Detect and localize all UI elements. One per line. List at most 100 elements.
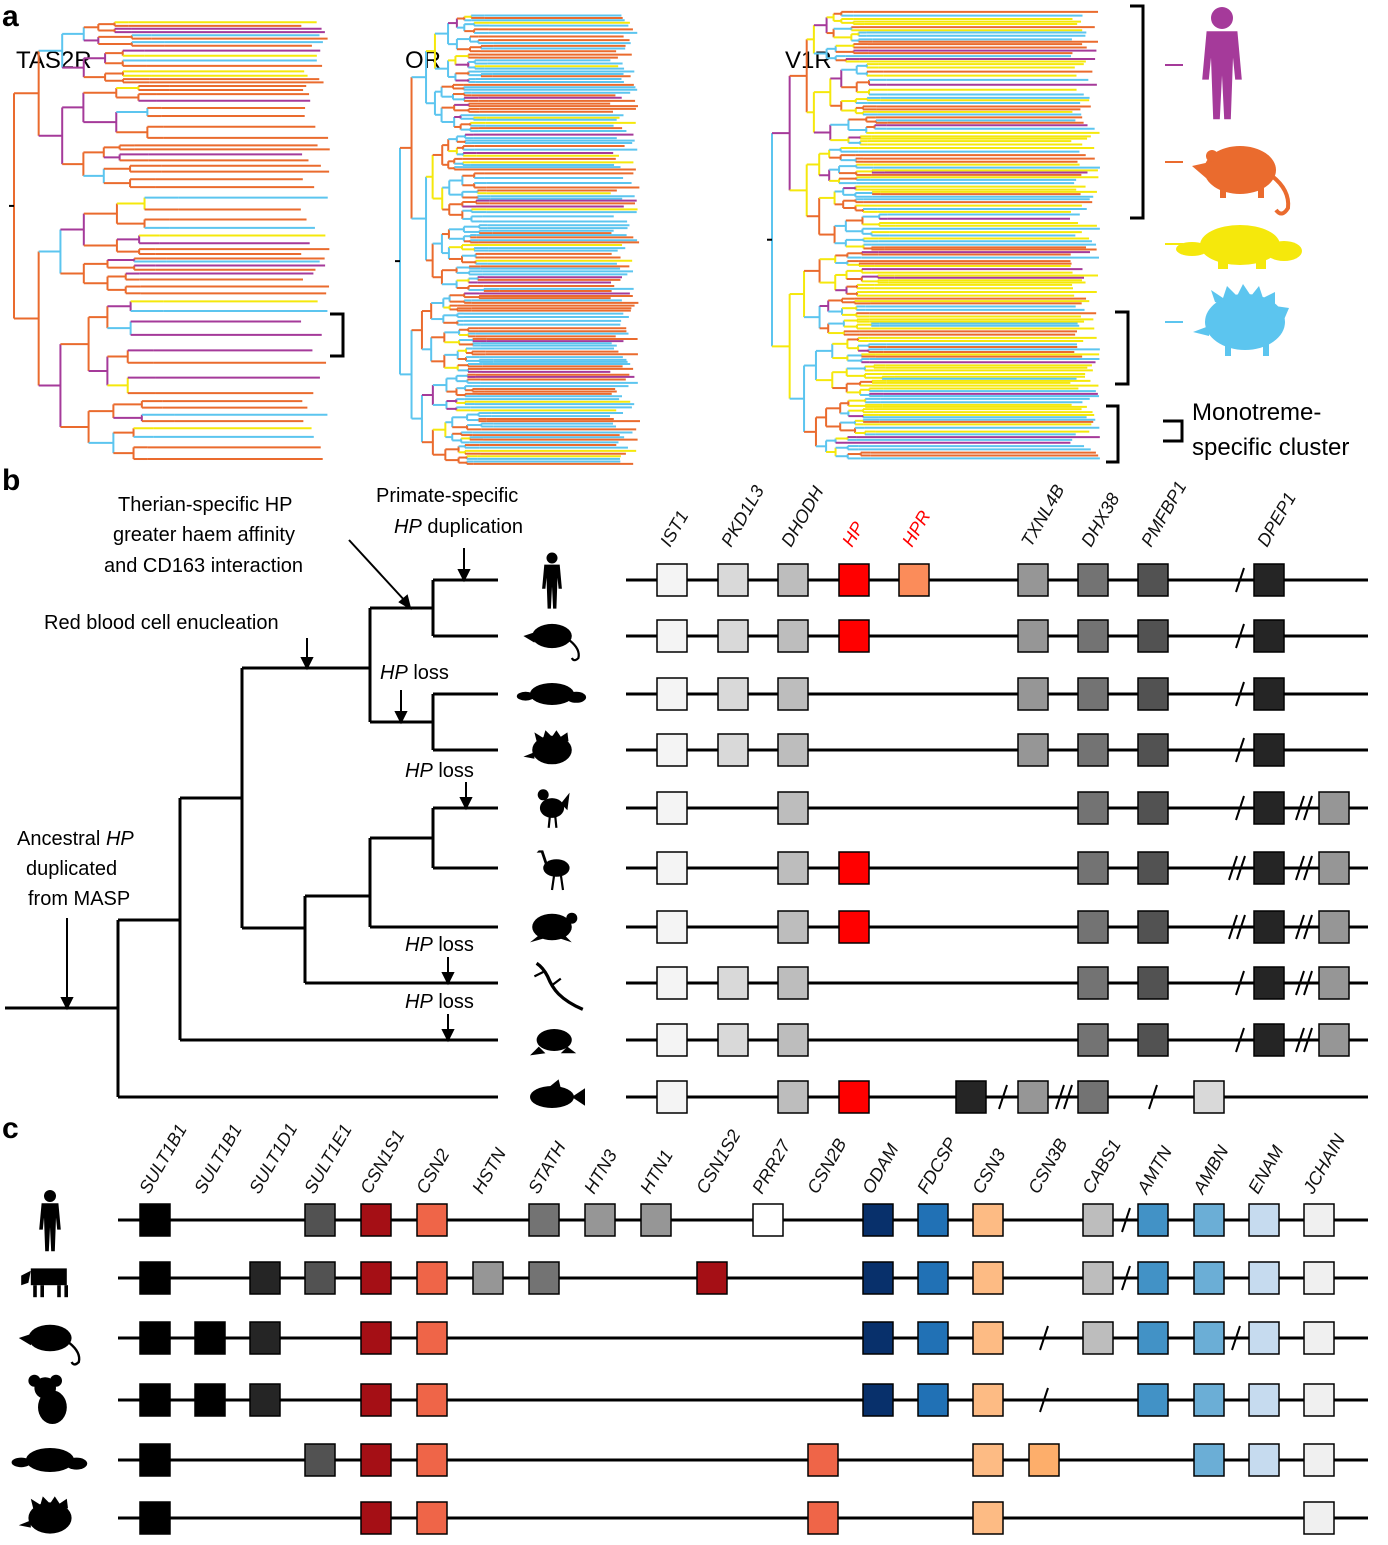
primate-note-line-1: Primate-specific <box>376 485 518 507</box>
gene-box-sult1b1 <box>194 1383 226 1417</box>
gene-box-dpep1 <box>1253 619 1285 653</box>
lizard-silhouette <box>533 961 584 1011</box>
break-mark <box>1235 681 1245 707</box>
hp-loss-note-2: HP loss <box>405 760 474 782</box>
hp-loss-gene-4: HP <box>405 991 433 1013</box>
gene-box-extra <box>1318 851 1350 885</box>
panel-letter-c: c <box>2 1112 19 1145</box>
turtle-head <box>566 912 578 924</box>
platypus-bill <box>11 1457 31 1468</box>
ancestral-note-line-3: from MASP <box>28 888 130 910</box>
break-mark <box>1236 855 1246 881</box>
koala-ear <box>50 1374 62 1387</box>
gene-box-sult1b1 <box>139 1443 171 1477</box>
gene-box-ist1 <box>656 1023 688 1057</box>
gene-label-csn1s1: CSN1S1 <box>356 1126 408 1197</box>
gene-box-csn1s2 <box>696 1261 728 1295</box>
panel-letter-a: a <box>2 0 19 33</box>
frog-leg <box>530 1046 546 1056</box>
gene-box-csn3 <box>972 1203 1004 1237</box>
break-mark <box>1303 855 1313 881</box>
echidna-spines <box>30 1496 68 1509</box>
hp-loss-note-3: HP loss <box>405 934 474 956</box>
panel-letter-b: b <box>2 464 20 497</box>
emu-leg <box>550 874 556 891</box>
gene-label-dhodh: DHODH <box>777 482 828 550</box>
gene-label-odam: ODAM <box>858 1140 902 1197</box>
gene-box-dpep1 <box>1253 563 1285 597</box>
tas2r-monotreme-bracket <box>330 312 345 358</box>
gene-box-dhodh <box>777 1023 809 1057</box>
gene-box-cabs1 <box>1082 1321 1114 1355</box>
break-mark <box>1236 914 1246 940</box>
echidna-snout <box>523 752 535 759</box>
break-mark <box>1303 795 1313 821</box>
synteny-row <box>626 791 1368 825</box>
gene-box-hp <box>838 851 870 885</box>
gene-box-dhx38 <box>1077 851 1109 885</box>
synteny-row <box>626 851 1368 885</box>
panel-b-species-tree <box>5 578 498 1099</box>
gene-box-sult1b1 <box>139 1203 171 1237</box>
synteny-row <box>626 677 1368 711</box>
ancestral-note-line-2: duplicated <box>26 858 117 880</box>
gene-label-pkd1l3: PKD1L3 <box>717 482 768 550</box>
ancestral-note-text: Ancestral <box>17 828 106 850</box>
emu-silhouette <box>536 850 570 891</box>
gene-box-dhx38 <box>1077 677 1109 711</box>
gene-box-amtn <box>1137 1321 1169 1355</box>
break-mark <box>1235 970 1245 996</box>
gene-box-dhx38 <box>1077 563 1109 597</box>
gene-box-pmfbp1 <box>1137 1023 1169 1057</box>
gene-box-ist1 <box>656 851 688 885</box>
gene-label-stath: STATH <box>524 1137 570 1197</box>
gene-box-ambn <box>1193 1203 1225 1237</box>
frog-silhouette <box>530 1029 577 1056</box>
gene-label-sult1e1: SULT1E1 <box>300 1121 356 1197</box>
cow-leg <box>57 1285 61 1298</box>
break-mark <box>1303 914 1313 940</box>
human-body <box>542 564 562 609</box>
panel-b-synteny-rows <box>626 563 1368 1114</box>
human-head <box>546 552 558 564</box>
gene-label-sult1b1: SULT1B1 <box>135 1121 191 1197</box>
gene-box-csn3 <box>972 1383 1004 1417</box>
gene-box-odam <box>862 1383 894 1417</box>
gene-box-txnl4b <box>1017 733 1049 767</box>
gene-box-ist1 <box>656 733 688 767</box>
fish-body <box>530 1086 574 1108</box>
gene-box-dhodh <box>777 733 809 767</box>
gene-box-amtn <box>1137 1261 1169 1295</box>
hp-loss-text-2: loss <box>433 760 474 782</box>
gene-box-extra <box>1318 1023 1350 1057</box>
gene-box-ambn <box>1193 1321 1225 1355</box>
hp-loss-note-4: HP loss <box>405 991 474 1013</box>
hp-loss-text-4: loss <box>433 991 474 1013</box>
break-mark <box>1148 1084 1158 1110</box>
break-mark <box>1228 855 1238 881</box>
legend-platypus-silhouette <box>1176 225 1302 269</box>
gene-box-dhx38 <box>1077 1023 1109 1057</box>
echidna-body <box>28 1502 72 1534</box>
gene-box-dpep1 <box>1253 733 1285 767</box>
platypus-body <box>530 683 574 705</box>
synteny-row <box>626 1023 1368 1057</box>
gene-box-jchain <box>1303 1261 1335 1295</box>
break-mark <box>1055 1084 1065 1110</box>
gene-box-csn1s1 <box>360 1203 392 1237</box>
koala-ear <box>28 1374 41 1387</box>
gene-box-dpep1 <box>1253 910 1285 944</box>
gene-box-sult1e1 <box>304 1203 336 1237</box>
gene-box-csn3 <box>972 1501 1004 1535</box>
panel-b-annotations: Therian-specific HP greater haem affinit… <box>17 485 523 1013</box>
gene-box-csn2b <box>807 1443 839 1477</box>
gene-box-hp <box>838 910 870 944</box>
cow-silhouette <box>21 1268 68 1298</box>
gene-label-htn1: HTN1 <box>636 1146 677 1197</box>
panel-b-arrows <box>60 539 473 1043</box>
gene-box-hp <box>838 1080 870 1114</box>
human-silhouette <box>542 552 562 609</box>
opossum-snout <box>18 1333 34 1346</box>
v1r-tree <box>767 10 1100 460</box>
